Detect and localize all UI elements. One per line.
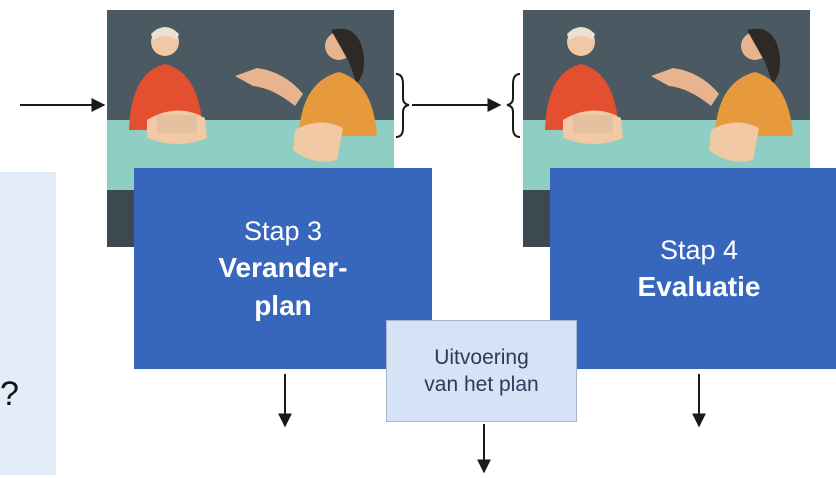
step-4-name: Evaluatie [637,270,761,302]
step-3-box: Stap 3 Verander- plan [134,168,432,369]
partial-question-mark: ? [0,375,19,413]
step-4-box: Stap 4 Evaluatie [550,168,836,369]
step-3-number: Stap 3 [243,215,323,246]
left-panel [0,172,56,475]
step-3-name: Verander- plan [218,251,348,321]
step-4-number: Stap 4 [659,234,739,265]
opening-brace [506,73,521,138]
execution-box: Uitvoering van het plan [386,320,577,422]
closing-brace [395,73,410,138]
execution-label: Uitvoering van het plan [424,346,539,396]
